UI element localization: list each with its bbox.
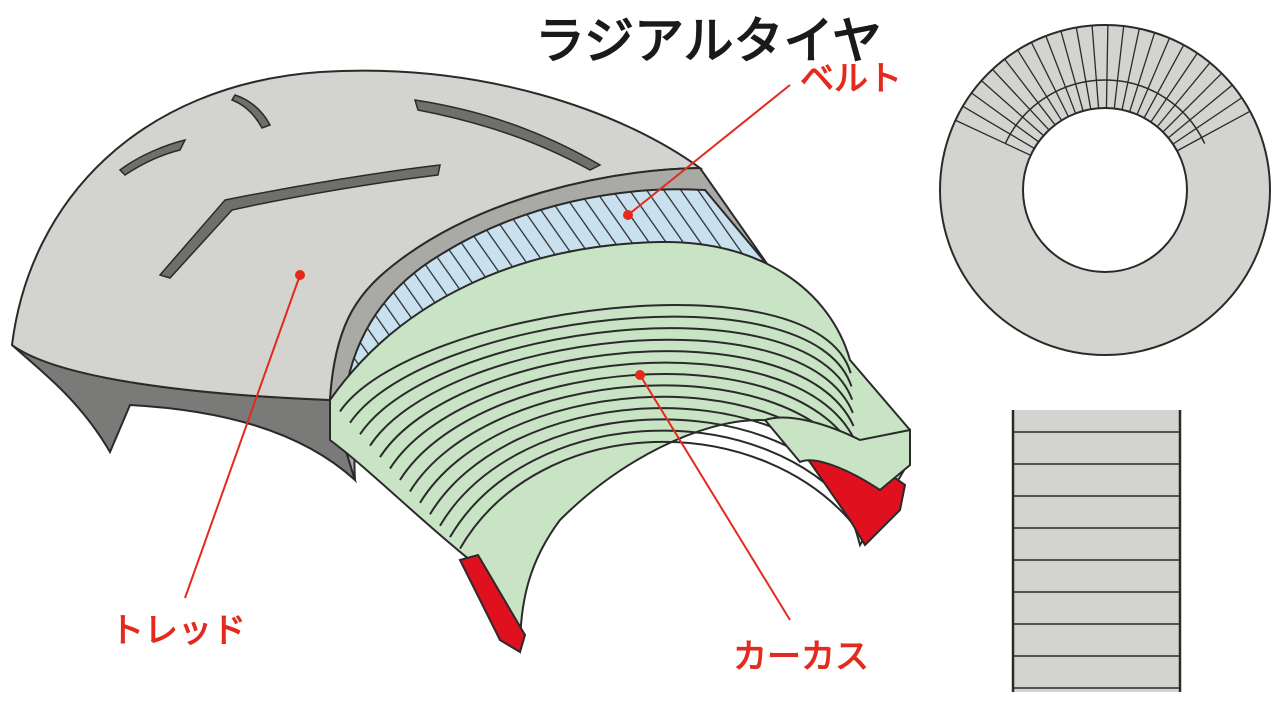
radial-cord: [1121, 28, 1140, 110]
label-carcass: カーカス: [733, 637, 869, 677]
radial-cord: [955, 119, 1031, 156]
radial-cord: [980, 80, 1045, 137]
carcass-cord: [359, 327, 854, 435]
radial-cord: [1129, 32, 1156, 112]
radial-cord: [1167, 84, 1233, 139]
radial-cord: [1162, 72, 1223, 133]
radial-cord: [1030, 42, 1069, 117]
carcass-turnup: [763, 416, 911, 492]
radial-cord: [1143, 44, 1185, 119]
carcass-cord: [449, 429, 860, 538]
bead-left: [458, 553, 527, 654]
carcass-cord: [459, 441, 861, 550]
carcass-cords: [339, 304, 861, 550]
radial-cord: [1004, 58, 1056, 126]
radial-cord: [1091, 25, 1100, 109]
radial-cord: [1060, 30, 1084, 112]
radial-cord: [971, 92, 1040, 143]
radial-cord: [962, 105, 1035, 149]
radial-cord: [1113, 25, 1125, 109]
carcass-cord: [369, 338, 854, 447]
cord-strip-view: [1011, 410, 1182, 692]
leader-lines: [184, 84, 791, 621]
radial-cord: [1105, 25, 1109, 109]
radial-cord: [1150, 52, 1198, 123]
radial-cord: [1075, 27, 1092, 110]
radial-cords: [955, 25, 1251, 156]
label-tread: トレッド: [110, 611, 246, 651]
radial-cord: [1172, 97, 1243, 145]
radial-cord: [1176, 110, 1251, 152]
tread-grooves: [118, 94, 602, 279]
radial-cord: [1136, 37, 1171, 115]
radial-cord: [1017, 49, 1063, 121]
carcass-cord: [379, 350, 855, 458]
carcass-cord: [399, 373, 856, 481]
carcass-cord: [389, 361, 856, 470]
tire-side-view: [939, 24, 1271, 356]
carcass-cord: [349, 315, 853, 424]
label-belt: ベルト: [800, 59, 902, 99]
carcass-cord: [339, 304, 852, 412]
radial-cord: [1045, 35, 1077, 114]
radial-cord: [991, 68, 1050, 131]
radial-cord: [1156, 62, 1211, 128]
diagram-title: ラジアルタイヤ: [535, 12, 882, 70]
